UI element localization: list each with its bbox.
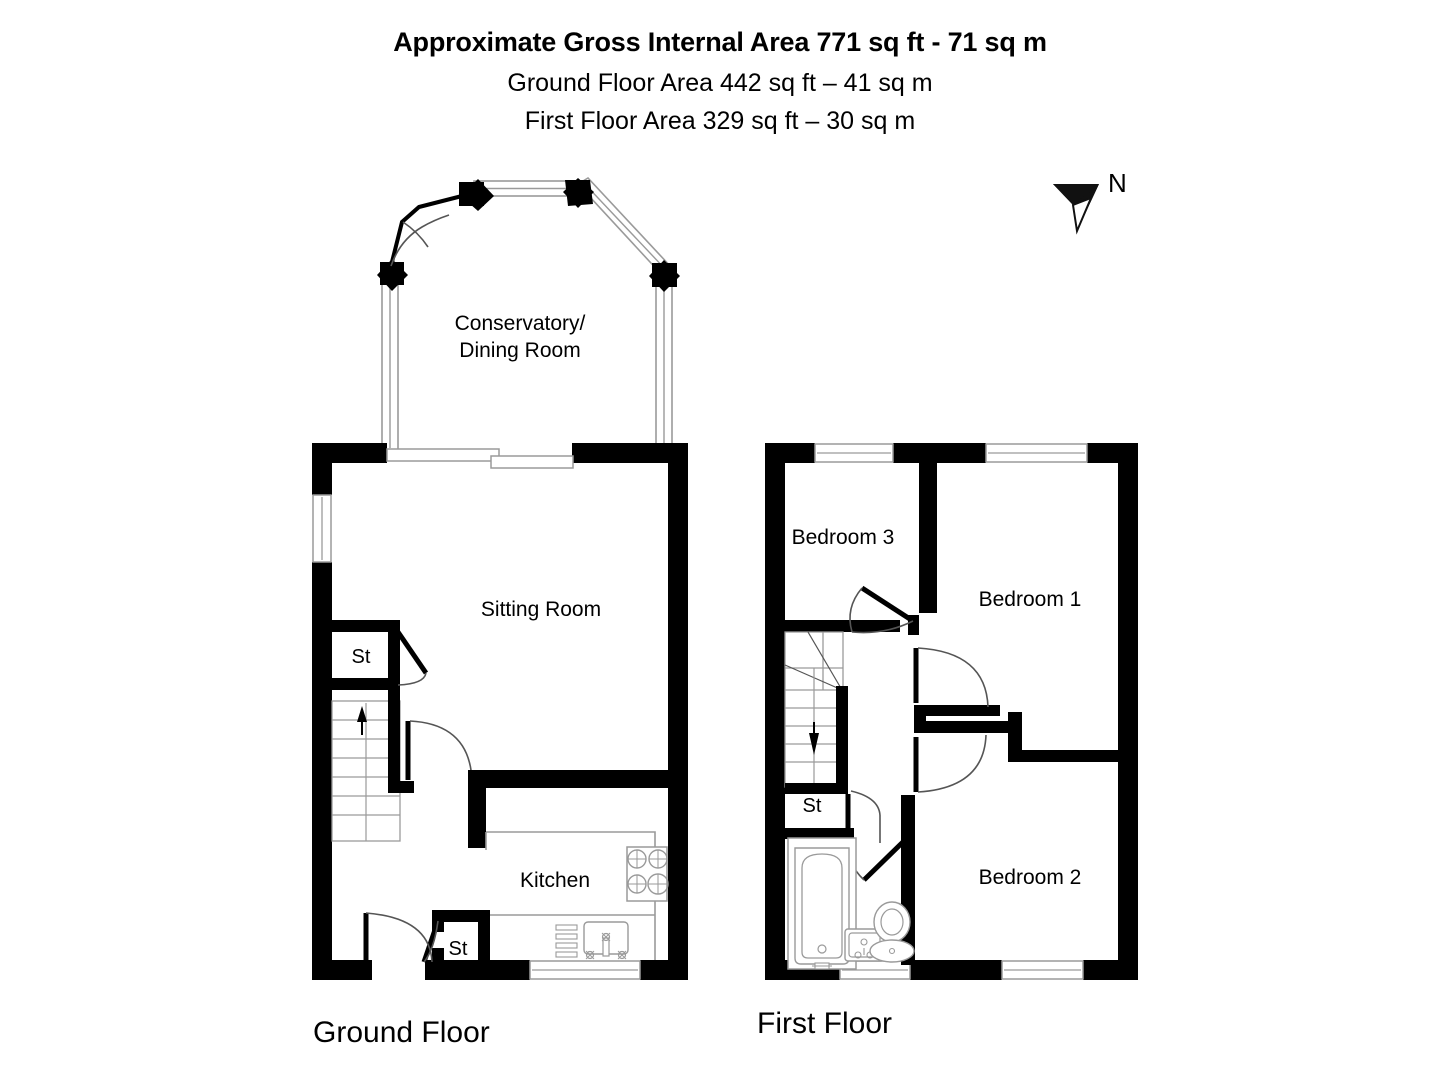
bedroom-2-label: Bedroom 2 (979, 866, 1082, 889)
kitchen-dividing-walls (468, 770, 668, 848)
conservatory-label-line1: Conservatory/ (455, 312, 586, 335)
bathroom-partition (901, 795, 915, 965)
first-floor-label: First Floor (757, 1007, 892, 1040)
ground-floor-plan: Conservatory/ Dining Room (312, 176, 688, 980)
north-label: N (1108, 168, 1127, 198)
sliding-patio-door[interactable] (386, 448, 574, 469)
store-upper-label: St (352, 646, 371, 668)
conservatory-corner-posts (377, 178, 680, 292)
page-title: Approximate Gross Internal Area 771 sq f… (393, 27, 1047, 57)
ground-floor-label: Ground Floor (313, 1016, 490, 1049)
store-upper: St (332, 620, 429, 690)
store-lower-label: St (449, 938, 468, 960)
store-upper-door[interactable] (395, 630, 429, 686)
bathroom-window (839, 960, 911, 980)
conservatory-glazing-right (655, 271, 673, 451)
bedroom-2-door[interactable] (913, 734, 987, 793)
conservatory-door[interactable] (389, 194, 463, 267)
bedroom-3-window (814, 443, 894, 463)
sitting-room-label: Sitting Room (481, 598, 601, 621)
sink-icon (555, 921, 629, 960)
bedroom-3-partition (785, 443, 937, 635)
north-arrow-icon (1053, 184, 1099, 235)
bedroom-2-window (1001, 960, 1084, 980)
store-lower-door[interactable] (421, 920, 441, 963)
bedroom-1-door[interactable] (913, 647, 989, 708)
ground-floor-walls (312, 443, 688, 980)
kitchen-window (529, 960, 641, 980)
store-landing: St (785, 783, 881, 846)
conservatory-label-line2: Dining Room (459, 339, 580, 362)
front-door[interactable] (363, 912, 433, 963)
hob-icon (626, 846, 669, 902)
store-landing-door[interactable] (845, 790, 881, 843)
store-lower: St (421, 910, 490, 972)
stair-enclosure-walls (388, 690, 414, 793)
bedroom-1-window (985, 443, 1088, 463)
wc-icon (869, 901, 915, 963)
first-floor-area-text: First Floor Area 329 sq ft – 30 sq m (524, 107, 916, 135)
staircase-icon (784, 631, 848, 788)
sitting-room-window (312, 494, 332, 563)
bedroom-1-label: Bedroom 1 (979, 588, 1082, 611)
store-landing-label: St (803, 795, 822, 817)
bedroom-3-door[interactable] (849, 585, 915, 634)
kitchen-label: Kitchen (520, 869, 590, 892)
ground-floor-area-text: Ground Floor Area 442 sq ft – 41 sq m (507, 69, 933, 97)
kitchen-units (485, 831, 656, 960)
first-floor-plan: St (765, 443, 1138, 980)
bedroom-3-label: Bedroom 3 (792, 526, 895, 549)
first-floor-walls (765, 443, 1138, 980)
conservatory-dining-room: Conservatory/ Dining Room (377, 176, 680, 451)
conservatory-glazing-left (381, 267, 399, 451)
hall-to-kitchen-door[interactable] (405, 720, 473, 782)
bedroom-1-2-partition (914, 705, 1138, 762)
bathroom-door[interactable] (847, 838, 907, 882)
